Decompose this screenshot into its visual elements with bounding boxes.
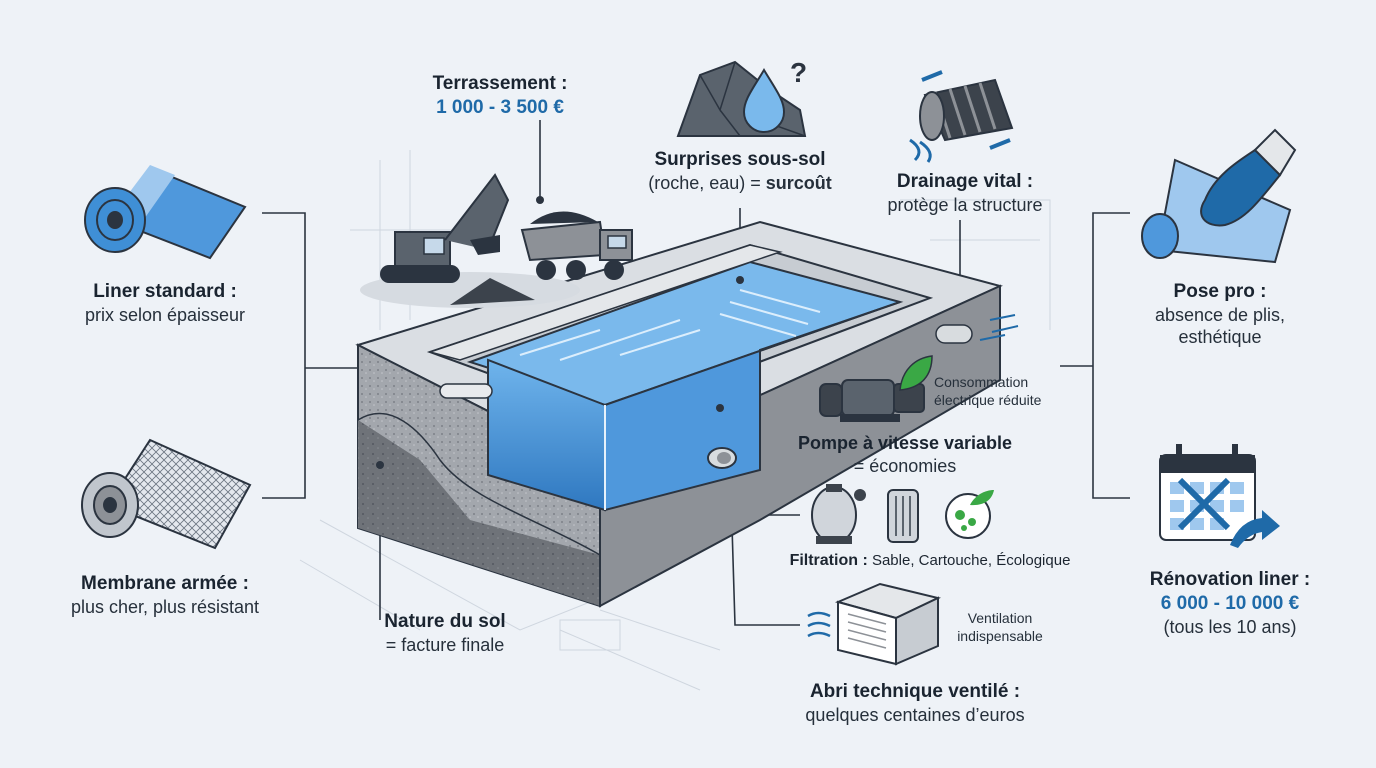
abri-label: Abri technique ventilé : quelques centai… xyxy=(770,680,1060,726)
glove-liner-icon xyxy=(1141,128,1297,264)
surprises-label: Surprises sous-sol (roche, eau) = surcoû… xyxy=(610,148,870,194)
filtration-label: Filtration : Sable, Cartouche, Écologiqu… xyxy=(780,551,1080,571)
terrassement-label: Terrassement : 1 000 - 3 500 € xyxy=(380,72,620,120)
calendar-icon xyxy=(1159,444,1280,548)
drain-pipe-icon xyxy=(909,70,1014,163)
abri-detail: quelques centaines d’euros xyxy=(805,704,1025,725)
nature-sol-title: Nature du sol xyxy=(384,611,506,632)
drainage-detail: protège la structure xyxy=(887,194,1043,215)
surprises-detail: (roche, eau) = surcoût xyxy=(610,172,870,195)
svg-text:?: ? xyxy=(790,57,807,88)
dump-truck-icon xyxy=(520,211,633,280)
drainage-label: Drainage vital : protège la structure xyxy=(860,170,1070,216)
eco-filter-icon xyxy=(945,490,994,539)
shelter-icon xyxy=(807,582,941,666)
surprises-title: Surprises sous-sol xyxy=(654,149,826,170)
renovation-price: 6 000 - 10 000 € xyxy=(1160,592,1300,614)
terrassement-price: 1 000 - 3 500 € xyxy=(436,96,564,118)
nature-sol-label: Nature du sol = facture finale xyxy=(340,610,550,656)
pompe-title: Pompe à vitesse variable xyxy=(797,433,1013,453)
membrane-label: Membrane armée : plus cher, plus résista… xyxy=(30,572,300,618)
pump-icon xyxy=(819,355,933,422)
surprises-detail-bold: surcoût xyxy=(765,172,832,193)
renovation-label: Rénovation liner : 6 000 - 10 000 € (tou… xyxy=(1100,568,1360,638)
cartridge-filter-icon xyxy=(887,489,919,543)
blueprint-lines xyxy=(299,150,1051,691)
renovation-detail: (tous les 10 ans) xyxy=(1163,616,1297,637)
rock-water-icon: ? xyxy=(676,57,807,137)
abri-title: Abri technique ventilé : xyxy=(809,681,1021,702)
membrane-roll-icon xyxy=(81,438,252,550)
renovation-title: Rénovation liner : xyxy=(1149,569,1311,590)
terrassement-title: Terrassement : xyxy=(432,73,568,94)
liner-standard-label: Liner standard : prix selon épaisseur xyxy=(40,280,290,326)
drainage-title: Drainage vital : xyxy=(896,171,1034,192)
ventilation-label: Ventilation indispensable xyxy=(940,610,1060,645)
liner-standard-title: Liner standard : xyxy=(93,281,237,302)
pompe-label: Pompe à vitesse variable = économies xyxy=(770,432,1040,477)
pose-title: Pose pro : xyxy=(1173,281,1267,302)
nature-sol-detail: = facture finale xyxy=(385,634,505,655)
pool-cross-section xyxy=(355,196,1019,608)
pose-label: Pose pro : absence de plis, esthétique xyxy=(1100,280,1340,349)
pose-detail-2: esthétique xyxy=(1178,327,1262,348)
membrane-detail: plus cher, plus résistant xyxy=(70,596,260,617)
membrane-title: Membrane armée : xyxy=(81,573,249,594)
consommation-line-1: Consommation xyxy=(934,374,1029,390)
surprises-detail-prefix: (roche, eau) = xyxy=(648,172,766,193)
filtration-detail: Sable, Cartouche, Écologique xyxy=(867,552,1071,569)
ventilation-line-1: Ventilation xyxy=(967,610,1033,626)
liner-standard-detail: prix selon épaisseur xyxy=(84,304,246,325)
liner-roll-icon xyxy=(84,165,247,260)
consommation-line-2: électrique réduite xyxy=(934,391,1042,408)
dirt-pile-icon xyxy=(450,278,535,305)
filtration-title: Filtration : xyxy=(789,552,868,569)
pose-detail-1: absence de plis, xyxy=(1154,304,1286,325)
ventilation-line-2: indispensable xyxy=(957,627,1043,644)
consommation-label: Consommation électrique réduite xyxy=(934,374,1074,409)
sand-filter-icon xyxy=(811,484,866,544)
pompe-detail: = économies xyxy=(853,455,957,476)
